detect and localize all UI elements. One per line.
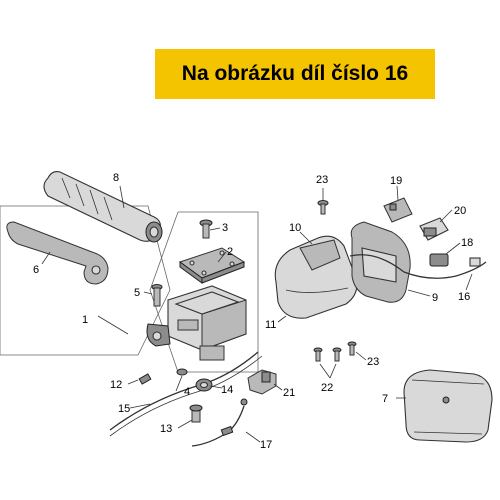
- callout-8: 8: [113, 172, 119, 184]
- callout-5: 5: [134, 287, 140, 299]
- callout-20: 20: [454, 205, 466, 217]
- screw-23-bottom[interactable]: [347, 341, 357, 356]
- callout-2: 2: [227, 246, 233, 258]
- bleed-nipple[interactable]: [138, 373, 152, 385]
- callout-10: 10: [289, 222, 301, 234]
- master-cylinder[interactable]: [146, 285, 247, 361]
- callout-13: 13: [160, 423, 172, 435]
- banner-title: Na obrázku díl číslo 16: [181, 62, 409, 85]
- connector-18[interactable]: [429, 253, 481, 267]
- callout-18: 18: [461, 237, 473, 249]
- screws-22[interactable]: [313, 347, 342, 362]
- reservoir-cover[interactable]: [178, 247, 246, 284]
- banjo-bolt[interactable]: [189, 404, 203, 423]
- callout-9: 9: [432, 292, 438, 304]
- callout-4: 4: [184, 386, 190, 398]
- callout-21: 21: [283, 387, 295, 399]
- brake-lever[interactable]: [6, 221, 109, 285]
- callout-12: 12: [110, 379, 122, 391]
- screw-3[interactable]: [199, 219, 213, 239]
- callout-22: 22: [321, 382, 333, 394]
- title-banner: Na obrázku díl číslo 16: [155, 49, 435, 99]
- handlebar-cover-front[interactable]: [274, 235, 358, 319]
- cover-7[interactable]: [403, 369, 493, 443]
- switch-20[interactable]: [419, 217, 449, 241]
- handlebar-cover-rear[interactable]: [350, 221, 411, 303]
- leader-lines: [41, 185, 473, 443]
- handlebar-grip[interactable]: [43, 171, 163, 243]
- callout-1: 1: [82, 314, 88, 326]
- callout-23-bottom: 23: [367, 356, 379, 368]
- pivot-bolt[interactable]: [151, 284, 163, 307]
- banjo-fitting[interactable]: [195, 378, 213, 392]
- callout-14: 14: [221, 384, 233, 396]
- switch-module-19[interactable]: [383, 197, 413, 223]
- callout-11: 11: [265, 319, 276, 331]
- callout-3: 3: [222, 222, 228, 234]
- callout-7: 7: [382, 393, 388, 405]
- master-cylinder-frame: [149, 211, 259, 373]
- stop-switch[interactable]: [247, 369, 277, 395]
- switch-cable[interactable]: [191, 398, 248, 447]
- washer[interactable]: [176, 368, 188, 376]
- callout-6: 6: [33, 264, 39, 276]
- screw-23-top[interactable]: [317, 200, 329, 215]
- wiring-harness[interactable]: [349, 254, 487, 279]
- callout-16: 16: [458, 291, 470, 303]
- callout-17: 17: [260, 439, 272, 451]
- callout-15: 15: [118, 403, 130, 415]
- callout-19: 19: [390, 175, 402, 187]
- callout-23-top: 23: [316, 174, 328, 186]
